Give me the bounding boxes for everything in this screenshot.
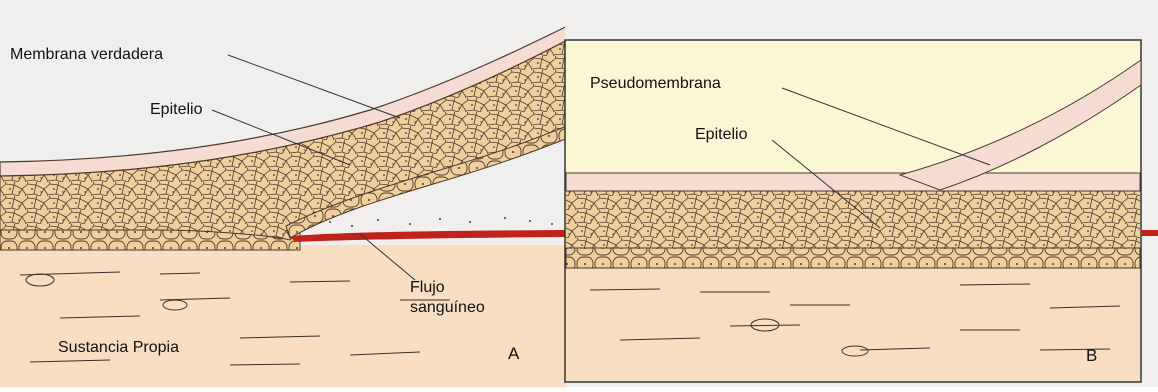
pseudomembrane-band [566,173,1140,191]
label-sanguineo: sanguíneo [410,298,485,317]
label-epitelio-a: Epitelio [150,100,202,119]
label-flujo: Flujo [410,278,445,297]
label-membrana-verdadera: Membrana verdadera [10,45,163,64]
basal-row-b [566,248,1140,268]
panel-label-a: A [508,344,519,364]
lamina-propria-b [566,268,1140,381]
label-pseudomembrana: Pseudomembrana [590,74,721,93]
label-sustancia-propia: Sustancia Propia [58,338,179,357]
panel-label-b: B [1086,346,1097,366]
blood-edge-right [1141,230,1158,236]
label-epitelio-b: Epitelio [695,125,747,144]
